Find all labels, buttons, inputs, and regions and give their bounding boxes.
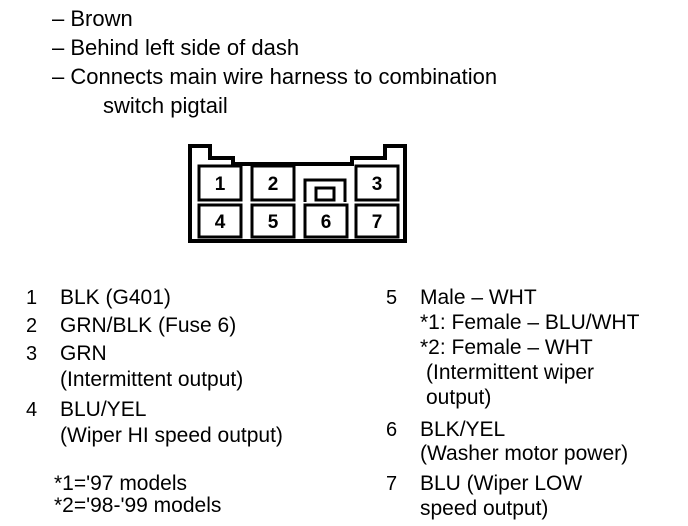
legend-pin-7-line-2: speed output) [420,497,549,520]
pin-cavity-5 [250,203,296,239]
legend-num-6: 6 [386,419,398,441]
footnote-1: *1='97 models [54,472,188,495]
legend-pin-6-line-2: (Washer motor power) [420,442,629,465]
legend-pin-5-line-2: *1: Female – BLU/WHT [420,311,640,334]
pin-cavity-2 [250,164,296,202]
legend-pin-5-line-3: *2: Female – WHT [420,336,593,359]
pin-label-3: 3 [372,174,383,195]
legend-num-4: 4 [26,399,38,421]
legend-num-1: 1 [26,287,38,309]
header-line-function-cont: switch pigtail [103,93,228,118]
pin-label-7: 7 [372,212,383,233]
pin-label-6: 6 [321,212,332,233]
footnote-2: *2='98-'99 models [54,494,222,517]
pin-label-2: 2 [268,174,279,195]
legend-pin-4-line-1: BLU/YEL [60,398,147,421]
legend-num-2: 2 [26,315,38,337]
header-line-location: – Behind left side of dash [52,35,300,60]
legend-num-3: 3 [26,343,38,365]
pin-label-5: 5 [268,212,279,233]
center-key-slot [303,178,347,202]
center-key [314,186,336,202]
legend-pin-1-line-1: BLK (G401) [60,286,171,309]
legend-pin-3-line-2: (Intermittent output) [60,368,244,391]
legend-num-7: 7 [386,473,398,495]
legend-pin-5-line-5: output) [426,386,492,409]
legend-pin-5-line-4: (Intermittent wiper [426,361,595,384]
pin-cavity-3 [354,164,400,202]
pin-cavity-4 [197,203,243,239]
header-line-function: – Connects main wire harness to combinat… [52,64,498,89]
pin-label-4: 4 [215,212,226,233]
legend-pin-7-line-1: BLU (Wiper LOW [420,472,583,495]
legend-pin-6-line-1: BLK/YEL [420,418,506,441]
pin-cavity-7 [354,203,400,239]
legend-pin-2-line-1: GRN/BLK (Fuse 6) [60,314,237,337]
pin-label-1: 1 [215,174,226,195]
pin-cavity-1 [197,164,243,202]
connector-housing [188,144,407,243]
legend-pin-5-line-1: Male – WHT [420,286,537,309]
legend-num-5: 5 [386,287,398,309]
legend-pin-4-line-2: (Wiper HI speed output) [60,424,283,447]
header-line-color: – Brown [52,6,133,31]
legend-pin-3-line-1: GRN [60,342,107,365]
pin-cavity-6 [303,203,349,239]
